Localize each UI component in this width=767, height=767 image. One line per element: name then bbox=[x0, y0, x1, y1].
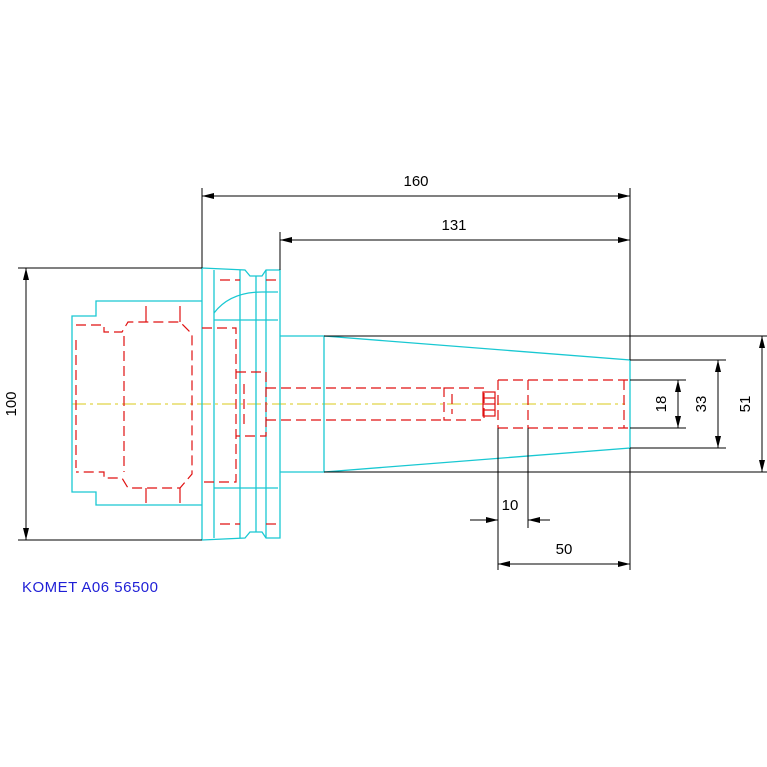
dimension-18 bbox=[630, 379, 686, 429]
dimension-10 bbox=[470, 428, 550, 570]
part-number-caption: KOMET A06 56500 bbox=[22, 579, 158, 596]
dim-label-18: 18 bbox=[653, 396, 670, 413]
dim-label-10: 10 bbox=[502, 497, 519, 514]
dimension-100 bbox=[18, 267, 202, 541]
dim-label-33: 33 bbox=[693, 396, 710, 413]
dim-label-100: 100 bbox=[3, 391, 20, 416]
dimension-33 bbox=[630, 359, 726, 449]
dim-label-51: 51 bbox=[737, 396, 754, 413]
dimension-50 bbox=[498, 448, 631, 570]
hidden-lines bbox=[75, 279, 630, 525]
dimension-160 bbox=[201, 188, 631, 360]
dimension-131 bbox=[279, 232, 630, 270]
dim-label-160: 160 bbox=[403, 173, 428, 190]
dimension-51 bbox=[324, 335, 767, 473]
dim-label-131: 131 bbox=[441, 217, 466, 234]
dim-label-50: 50 bbox=[556, 541, 573, 558]
holder-outline bbox=[71, 267, 631, 541]
